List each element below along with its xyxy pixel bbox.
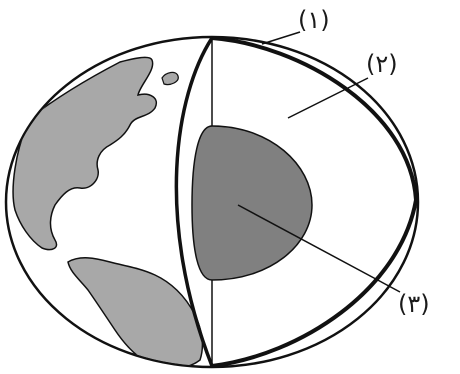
- label-three: (٣): [398, 290, 430, 318]
- leader-line-1: [262, 32, 300, 44]
- label-two: (٢): [366, 50, 398, 78]
- label-one: (١): [298, 6, 330, 34]
